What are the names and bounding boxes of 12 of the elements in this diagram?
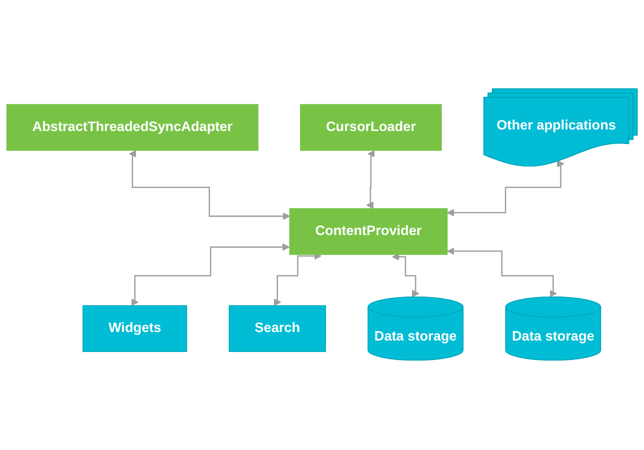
node-box: Widgets [82, 306, 188, 352]
arrow [274, 252, 322, 306]
arrow [447, 248, 557, 298]
arrow [128, 150, 290, 220]
node-box: AbstractThreadedSyncAdapter [6, 104, 258, 152]
arrow [131, 244, 290, 306]
arrow [366, 150, 375, 210]
node-box: ContentProvider [289, 208, 448, 256]
arrow [392, 254, 420, 298]
node-box: CursorLoader [300, 104, 442, 152]
arrow [446, 160, 564, 217]
node-box: Search [228, 306, 326, 352]
